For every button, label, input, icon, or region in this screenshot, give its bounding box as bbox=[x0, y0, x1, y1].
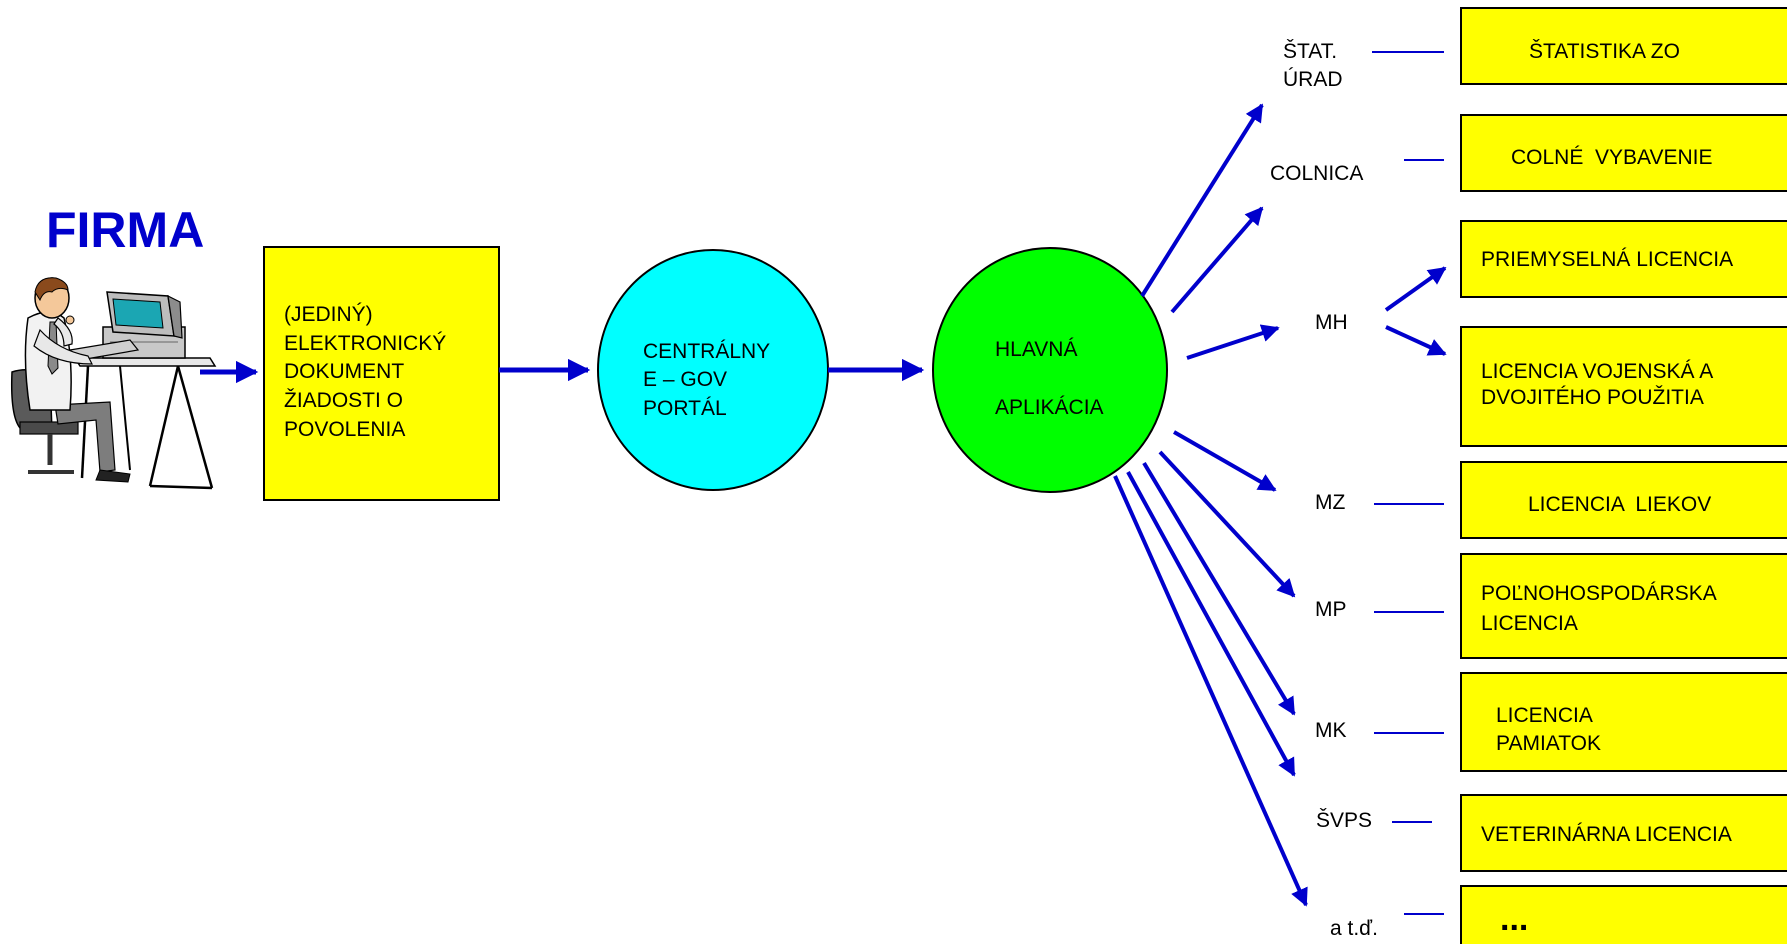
single-electronic-document-box: (JEDINÝ) ELEKTRONICKÝ DOKUMENT ŽIADOSTI … bbox=[263, 246, 500, 501]
document-line: ŽIADOSTI O bbox=[284, 389, 403, 412]
outcome-label: PRIEMYSELNÁ LICENCIA bbox=[1481, 248, 1733, 271]
arrow-mh-to-priemyselna bbox=[1384, 266, 1447, 312]
arrow-to-svps bbox=[1126, 471, 1296, 777]
office-mk: MK bbox=[1315, 719, 1347, 742]
office-stat-urad: ÚRAD bbox=[1283, 68, 1343, 91]
outcome-pamiatok: LICENCIA PAMIATOK bbox=[1460, 672, 1787, 772]
office-connectors bbox=[1372, 51, 1444, 915]
arrow-to-stat-urad bbox=[1140, 103, 1264, 298]
outcome-label: VETERINÁRNA LICENCIA bbox=[1481, 823, 1732, 846]
arrow-to-mk bbox=[1142, 461, 1296, 716]
outcome-veterinarna: VETERINÁRNA LICENCIA bbox=[1460, 794, 1787, 872]
outcome-statistika: ŠTATISTIKA ZO bbox=[1460, 7, 1787, 85]
document-line: DOKUMENT bbox=[284, 360, 404, 383]
office-atd: a t.ď. bbox=[1330, 917, 1378, 940]
outcome-label: ŠTATISTIKA ZO bbox=[1529, 40, 1680, 63]
outcome-label: DVOJITÉHO POUŽITIA bbox=[1481, 386, 1704, 409]
office-stat-urad: ŠTAT. bbox=[1283, 40, 1337, 63]
outcome-label: LICENCIA LIEKOV bbox=[1528, 493, 1711, 516]
arrow-to-atd bbox=[1113, 475, 1308, 907]
outcome-label: PAMIATOK bbox=[1496, 732, 1601, 755]
arrow-to-mh bbox=[1186, 324, 1280, 360]
document-line: (JEDINÝ) bbox=[284, 303, 373, 326]
outcome-label: COLNÉ VYBAVENIE bbox=[1511, 146, 1713, 169]
main-application: HLAVNÁ APLIKÁCIA bbox=[932, 247, 1168, 493]
outcome-label: LICENCIA bbox=[1481, 612, 1578, 635]
outcome-colne-vybavenie: COLNÉ VYBAVENIE bbox=[1460, 114, 1787, 192]
portal-line: PORTÁL bbox=[643, 397, 727, 420]
app-line: APLIKÁCIA bbox=[995, 396, 1104, 419]
outcome-vojenska: LICENCIA VOJENSKÁ A DVOJITÉHO POUŽITIA bbox=[1460, 326, 1787, 447]
app-to-office-arrows bbox=[1113, 103, 1308, 907]
portal-line: CENTRÁLNY bbox=[643, 340, 770, 363]
document-line: POVOLENIA bbox=[284, 418, 405, 441]
outcome-liekov: LICENCIA LIEKOV bbox=[1460, 461, 1787, 539]
office-mz: MZ bbox=[1315, 491, 1345, 514]
outcome-label: LICENCIA VOJENSKÁ A bbox=[1481, 360, 1713, 383]
outcome-polnohospodarska: POĽNOHOSPODÁRSKA LICENCIA bbox=[1460, 553, 1787, 659]
document-line: ELEKTRONICKÝ bbox=[284, 332, 446, 355]
arrow-to-mz bbox=[1173, 430, 1277, 492]
arrow-mh-to-vojenska bbox=[1385, 325, 1447, 356]
outcome-label: POĽNOHOSPODÁRSKA bbox=[1481, 582, 1717, 605]
person-at-computer-icon bbox=[10, 277, 217, 490]
outcome-priemyselna: PRIEMYSELNÁ LICENCIA bbox=[1460, 220, 1787, 298]
outcome-more: ... bbox=[1460, 885, 1787, 944]
firma-title: FIRMA bbox=[46, 202, 204, 258]
central-egov-portal: CENTRÁLNY E – GOV PORTÁL bbox=[597, 249, 829, 491]
app-line: HLAVNÁ bbox=[995, 338, 1077, 361]
office-svps: ŠVPS bbox=[1316, 809, 1372, 832]
outcome-label: LICENCIA bbox=[1496, 704, 1593, 727]
arrow-to-colnica bbox=[1170, 206, 1264, 314]
arrow-to-mp bbox=[1158, 450, 1296, 598]
office-mp: MP bbox=[1315, 598, 1347, 621]
office-colnica: COLNICA bbox=[1270, 162, 1363, 185]
more-ellipsis: ... bbox=[1500, 900, 1528, 938]
portal-line: E – GOV bbox=[643, 368, 727, 391]
office-mh: MH bbox=[1315, 311, 1348, 334]
